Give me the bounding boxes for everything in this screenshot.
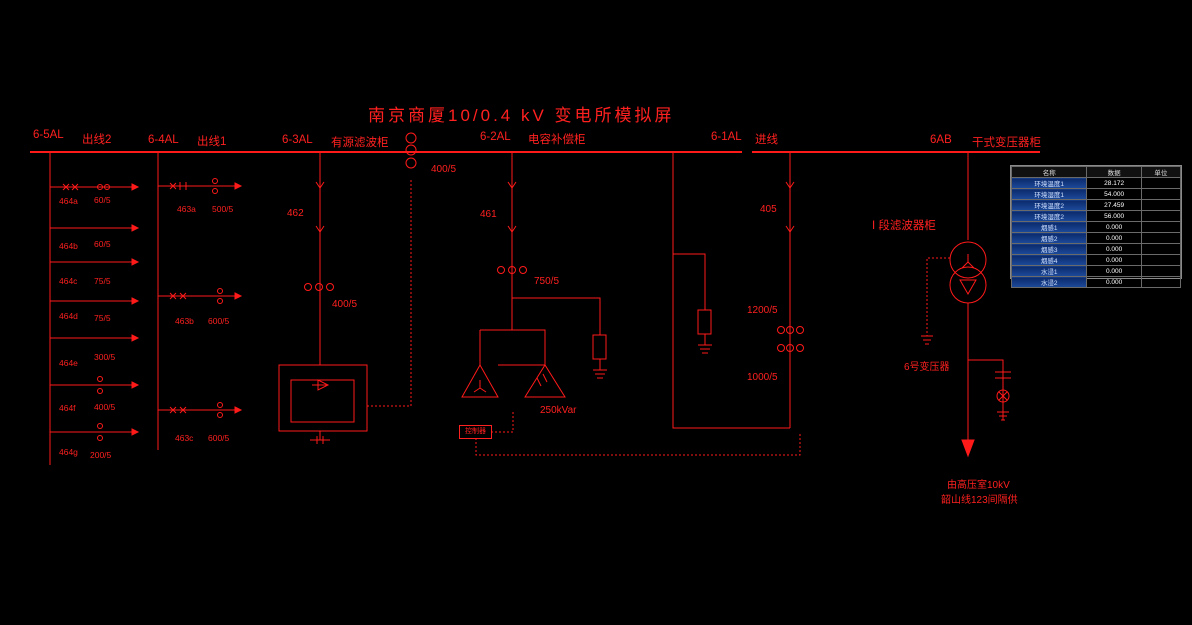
cabinet-code-61al: 6-1AL [711,131,742,143]
cabinet-code-65al: 6-5AL [33,129,64,141]
feeder-id: 463c [175,433,194,443]
feeder-id: 464f [59,403,76,413]
feeder-ct: 60/5 [94,195,111,205]
cabinet-code-6ab: 6AB [930,134,952,146]
feeder-id: 464g [59,447,78,457]
sensor-name: 环境湿度1 [1010,188,1088,200]
transformer-branch [921,152,1011,458]
ct-461-label: 750/5 [534,276,560,287]
feeders-65al [50,183,140,441]
cabinet-name-64al: 出线1 [197,136,227,148]
sensor-value: 28.172 [1086,177,1142,189]
sensor-unit [1140,188,1182,200]
cabinet-name-65al: 出线2 [82,134,112,146]
feeder-id: 464e [59,358,78,368]
sensor-value: 0.000 [1086,265,1142,277]
column-header: 单位 [1140,166,1182,178]
active-filter-branch [278,152,368,444]
cabinet-name-61al: 进线 [755,134,778,146]
sensor-value: 27.459 [1086,199,1142,211]
sensor-value: 0.000 [1086,243,1142,255]
feeder-ct: 200/5 [90,450,112,460]
sensor-unit [1140,265,1182,277]
feeder-id: 464c [59,276,78,286]
sensor-value: 0.000 [1086,254,1142,266]
sensor-unit [1140,232,1182,244]
incomer-branch [672,152,804,429]
feeder-ct: 600/5 [208,433,230,443]
feeder-ct: 400/5 [94,402,116,412]
sensor-unit [1140,254,1182,266]
source-label-line2: 韶山线123间隔供 [941,495,1018,506]
sensor-unit [1140,243,1182,255]
sensor-name: 环境湿度2 [1010,210,1088,222]
cabinet-name-62al: 电容补偿柜 [528,134,586,146]
diagram-title: 南京商厦10/0.4 kV 变电所模拟屏 [368,106,675,125]
capacitor-rating: 250kVar [540,405,577,416]
sensor-value: 56.000 [1086,210,1142,222]
ct-462-label: 400/5 [332,299,358,310]
feeder-id: 463b [175,316,194,326]
feeder-ct: 300/5 [94,352,116,362]
sensor-value: 0.000 [1086,276,1142,288]
sensor-unit [1140,177,1182,189]
ct-1200-label: 1200/5 [747,305,778,316]
ct-1000-label: 1000/5 [747,372,778,383]
column-header: 名称 [1010,166,1088,178]
sensor-name: 烟感4 [1010,254,1088,266]
sensor-value: 0.000 [1086,221,1142,233]
feeder-ct: 600/5 [208,316,230,326]
sensor-name: 烟感2 [1010,232,1088,244]
capacitor-branch [461,152,801,456]
sensor-unit [1140,199,1182,211]
sensor-name: 烟感3 [1010,243,1088,255]
cabinet-name-63al: 有源滤波柜 [331,137,389,149]
cabinet-code-62al: 6-2AL [480,131,511,143]
cabinet-name-6ab: 干式变压器柜 [972,137,1041,149]
sensor-unit [1140,221,1182,233]
sensor-value: 54.000 [1086,188,1142,200]
feeders-64al [158,178,243,418]
switch-462-label: 462 [287,208,304,219]
sensor-name: 环境温度1 [1010,177,1088,189]
cabinet-code-64al: 6-4AL [148,134,179,146]
feeder-ct: 60/5 [94,239,111,249]
feeder-ct: 500/5 [212,204,234,214]
sensor-unit [1140,210,1182,222]
feeder-id: 464a [59,196,78,206]
feeder-ct: 75/5 [94,276,111,286]
column-header: 数据 [1086,166,1142,178]
sensor-name: 环境温度2 [1010,199,1088,211]
sensor-name: 烟感1 [1010,221,1088,233]
switch-405-label: 405 [760,204,777,215]
feeder-ct: 75/5 [94,313,111,323]
feeder-id: 464d [59,311,78,321]
busbar-ct-label: 400/5 [431,164,457,175]
switch-461-label: 461 [480,209,497,220]
sensor-name: 水浸2 [1010,276,1088,288]
feeder-id: 463a [177,204,196,214]
sensor-unit [1140,276,1182,288]
controller-box: 控制器 [459,425,492,439]
source-label-line1: 由高压室10kV [947,480,1010,491]
filter-cabinet-label: I 段滤波器柜 [872,220,936,232]
sensor-value: 0.000 [1086,232,1142,244]
feeder-id: 464b [59,241,78,251]
transformer-label: 6号变压器 [904,362,950,373]
sensor-name: 水浸1 [1010,265,1088,277]
cabinet-code-63al: 6-3AL [282,134,313,146]
